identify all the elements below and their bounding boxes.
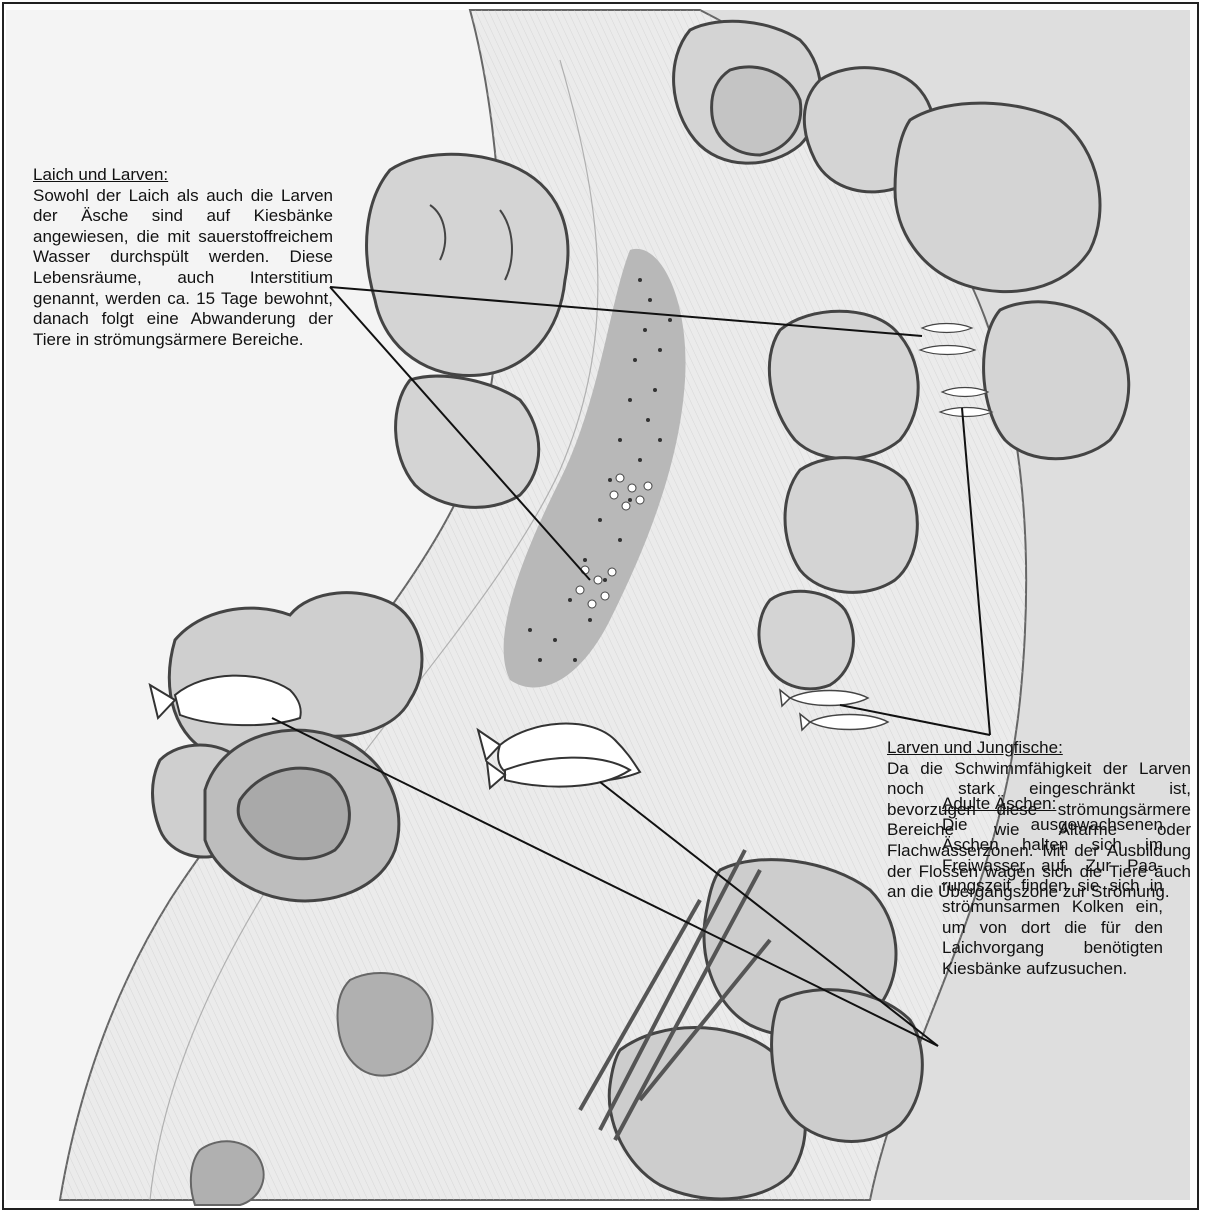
annotation-heading: Laich und Larven:: [33, 165, 333, 186]
annotation-heading: Larven und Jungfische:: [887, 738, 1191, 759]
annotation-adulte-aeschen: Adulte Äschen: Die ausgewachsenen Äschen…: [942, 794, 1163, 979]
annotation-body: Sowohl der Laich als auch die Larven der…: [33, 186, 333, 351]
annotation-body: Die ausgewachsenen Äschen halten sich im…: [942, 815, 1163, 980]
annotation-heading: Adulte Äschen:: [942, 794, 1163, 815]
annotation-laich-und-larven: Laich und Larven: Sowohl der Laich als a…: [33, 165, 333, 350]
